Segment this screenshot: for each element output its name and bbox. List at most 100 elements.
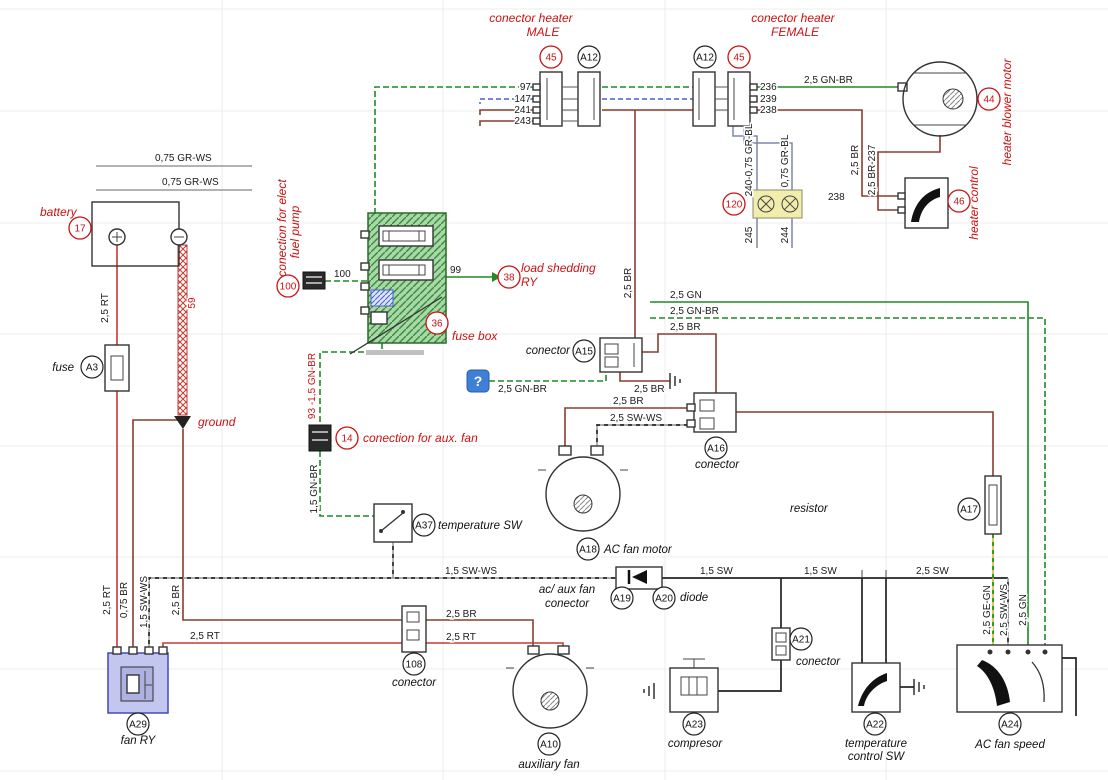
ground-symbol-a22 bbox=[913, 679, 925, 695]
female-connector-title-2: FEMALE bbox=[771, 25, 820, 39]
bulb-unit-120 bbox=[752, 189, 803, 219]
ref-blower-motor-text: 44 bbox=[983, 95, 995, 106]
ref-a21: A21 bbox=[789, 627, 813, 651]
wire-label-sw-c: 2,5 SW bbox=[916, 566, 949, 577]
a16-label: conector bbox=[695, 459, 740, 471]
ground-lead-hatched bbox=[177, 244, 188, 416]
wire-label-gnbr-blower: 2,5 GN-BR bbox=[804, 75, 853, 86]
ref-fuel-pump-conn: 100 bbox=[276, 274, 300, 298]
auxiliary-fan bbox=[506, 645, 594, 729]
wire-label-swws-vert: 1,5 SW-WS bbox=[139, 576, 150, 628]
ref-a29: A29 bbox=[126, 712, 150, 736]
aux-fan-connection-label: conection for aux. fan bbox=[363, 431, 478, 445]
ac-fan-speed-unit bbox=[956, 644, 1077, 716]
wire-label-241: 241 bbox=[514, 105, 531, 116]
connector-108 bbox=[401, 605, 427, 653]
wire-label-br-run: 2,5 BR bbox=[670, 322, 701, 333]
wire-label-br-a15: 2,5 BR bbox=[623, 268, 634, 299]
heater-blower-motor-label: heater blower motor bbox=[1000, 58, 1014, 166]
fuse-box bbox=[349, 212, 447, 355]
a21-label: conector bbox=[796, 656, 841, 668]
battery-label: battery bbox=[40, 205, 78, 219]
ac-fan-motor-label: AC fan motor bbox=[603, 544, 673, 556]
ref-aux-fan-conn-text: 14 bbox=[341, 434, 353, 445]
battery bbox=[91, 201, 188, 267]
wire-label-swws-a24: 2,5 SW-WS bbox=[999, 584, 1010, 636]
ref-a19-text: A19 bbox=[613, 594, 631, 605]
ref-aux-fan-conn: 14 bbox=[335, 426, 359, 450]
ref-a22-text: A22 bbox=[866, 720, 884, 731]
ref-a37: A37 bbox=[412, 513, 436, 537]
connector-a15 bbox=[599, 337, 643, 373]
ref-bulbs-text: 120 bbox=[726, 200, 743, 211]
wire-label-238-heater: 238 bbox=[828, 192, 845, 203]
ref-bulbs: 120 bbox=[722, 192, 746, 216]
fuse-a3 bbox=[104, 344, 130, 392]
ref-fuse: A3 bbox=[80, 355, 104, 379]
compressor-label: compresor bbox=[668, 738, 723, 750]
load-shedding-label-2: RY bbox=[521, 275, 538, 289]
heater-control-label: heater control bbox=[967, 166, 981, 240]
male-connector-title-1: conector heater bbox=[489, 11, 573, 25]
fuel-pump-connection-label-2: fuel pump bbox=[288, 205, 302, 258]
wire-label-93-gnbr: 93 -1,5 GN-BR bbox=[307, 353, 318, 419]
auxiliary-fan-label: auxiliary fan bbox=[518, 759, 579, 771]
wire-label-245: 245 bbox=[744, 226, 755, 243]
fuel-pump-connection-plug bbox=[302, 271, 326, 290]
wire-label-gn-a24: 2,5 GN bbox=[1018, 594, 1029, 626]
ref-battery-text: 17 bbox=[74, 224, 86, 235]
ground-symbol bbox=[174, 416, 191, 429]
heater-blower-motor bbox=[897, 61, 978, 137]
temperature-control-switch bbox=[851, 662, 901, 713]
ref-fuse-box-text: 36 bbox=[431, 319, 443, 330]
temperature-switch bbox=[373, 503, 413, 543]
ref-108: 108 bbox=[402, 652, 426, 676]
resistor-label: resistor bbox=[790, 503, 829, 515]
ref-a16: A16 bbox=[704, 436, 728, 460]
ref-fuse-text: A3 bbox=[86, 363, 99, 374]
wire-label-243: 243 bbox=[514, 116, 531, 127]
diode-label: diode bbox=[680, 592, 708, 604]
wire-label-gnbr-question: 2,5 GN-BR bbox=[498, 384, 547, 395]
heater-connector-female bbox=[692, 71, 758, 127]
ref-a20-text: A20 bbox=[655, 594, 673, 605]
ref-a21-text: A21 bbox=[792, 635, 810, 646]
ref-a18-text: A18 bbox=[579, 545, 597, 556]
connector-a21 bbox=[771, 627, 791, 661]
ref-load-shedding-text: 38 bbox=[503, 273, 515, 284]
ref-heater-control-text: 46 bbox=[953, 197, 965, 208]
ref-a23-text: A23 bbox=[685, 720, 703, 731]
heater-connector-male bbox=[532, 71, 601, 127]
female-connector-title-1: conector heater bbox=[751, 11, 835, 25]
wire-label-238: 238 bbox=[760, 105, 777, 116]
compressor bbox=[669, 658, 719, 713]
ref-fuse-box: 36 bbox=[425, 311, 449, 335]
ac-aux-fan-connector-label-2: conector bbox=[545, 598, 590, 610]
ac-aux-fan-connector-label-1: ac/ aux fan bbox=[539, 584, 595, 596]
temp-control-switch-label-2: control SW bbox=[848, 751, 905, 763]
wire-label-gegn: 2,5 GE-GN bbox=[982, 585, 993, 634]
unknown-marker: ? bbox=[466, 369, 490, 393]
a15-label: conector bbox=[526, 345, 571, 357]
wire-label-59: 59 bbox=[187, 297, 198, 309]
wire-label-236: 236 bbox=[760, 82, 777, 93]
ref-a20: A20 bbox=[652, 586, 676, 610]
ref-a24: A24 bbox=[998, 712, 1022, 736]
ref-a16-text: A16 bbox=[707, 444, 725, 455]
wire-label-rt-battery: 2,5 RT bbox=[100, 293, 111, 323]
ref-a22: A22 bbox=[863, 712, 887, 736]
ref-a19: A19 bbox=[610, 586, 634, 610]
ref-female-a12-text: A12 bbox=[696, 53, 714, 64]
ref-a37-text: A37 bbox=[415, 521, 433, 532]
wire-label-gnbr-14: 1,5 GN-BR bbox=[309, 465, 320, 514]
ref-battery: 17 bbox=[68, 216, 92, 240]
wire-label-grws-a: 0,75 GR-WS bbox=[155, 153, 212, 164]
ground-symbol-a15 bbox=[669, 373, 681, 389]
ref-a29-text: A29 bbox=[129, 720, 147, 731]
connector-108-label: conector bbox=[392, 677, 437, 689]
ref-female-45: 45 bbox=[727, 45, 751, 69]
ground-label: ground bbox=[198, 415, 236, 429]
ref-a18: A18 bbox=[576, 537, 600, 561]
